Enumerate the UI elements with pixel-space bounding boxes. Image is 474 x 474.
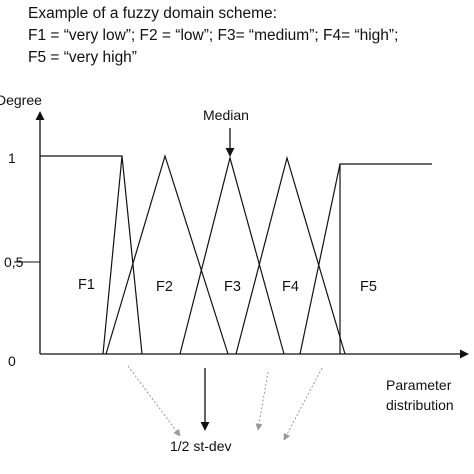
header-line-2: F1 = “very low”; F2 = “low”; F3= “medium…: [28, 27, 398, 44]
half-std-arrow-far-right: [283, 367, 323, 441]
x-axis-label-line-2: distribution: [386, 397, 454, 413]
set-label-f5: F5: [360, 279, 377, 295]
tick-label-half: 0,5: [4, 254, 24, 270]
set-label-f3: F3: [224, 279, 241, 295]
membership-f1: [40, 155, 143, 355]
set-label-f1: F1: [78, 277, 95, 293]
header-line-1: Example of a fuzzy domain scheme:: [28, 5, 277, 22]
tick-label-one: 1: [8, 150, 16, 166]
y-axis-label: Degree: [0, 92, 42, 108]
membership-f5: [299, 163, 432, 355]
membership-f4: [235, 155, 346, 355]
tick-label-zero: 0: [8, 353, 16, 369]
set-label-f2: F2: [156, 279, 173, 295]
membership-f2: [105, 153, 229, 355]
x-axis-label-line-1: Parameter: [386, 377, 452, 393]
membership-f3: [179, 155, 285, 355]
half-std-arrow-right: [255, 371, 269, 431]
set-label-f4: F4: [282, 279, 299, 295]
membership-f1-edge: [102, 155, 123, 355]
median-label: Median: [203, 107, 249, 123]
header-line-3: F5 = “very high”: [28, 49, 137, 66]
half-std-label: 1/2 st-dev: [170, 438, 231, 454]
half-std-arrow-left: [127, 365, 181, 437]
